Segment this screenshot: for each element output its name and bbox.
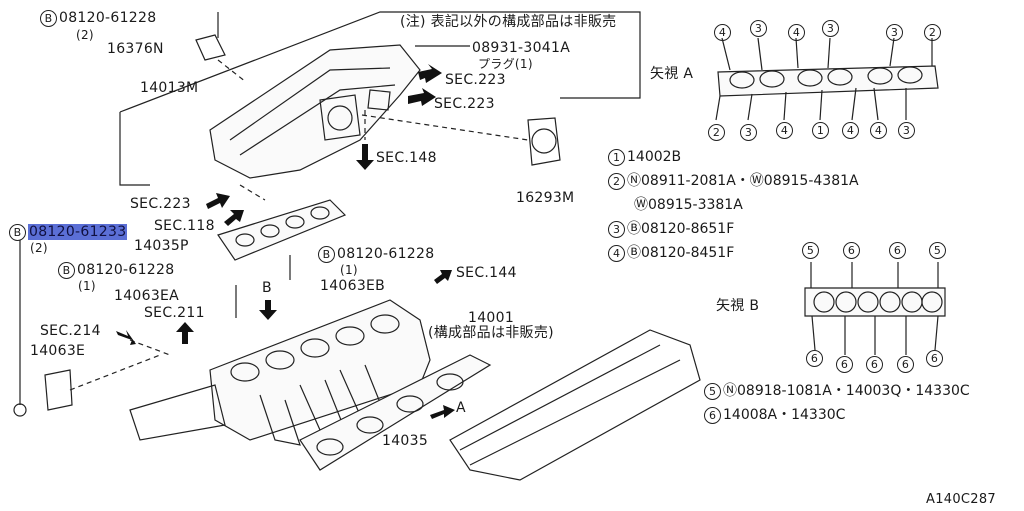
view-b-top-mark: 6 (843, 242, 862, 259)
arrow-sec223-a (418, 64, 442, 83)
view-b-bottom-mark: 6 (806, 350, 825, 367)
callout-manifold-14001[interactable]: 14001 (468, 310, 515, 326)
bolt-top-qty: (2) (76, 28, 94, 42)
view-a-bottom-mark: 3 (898, 122, 917, 139)
manifold-note: (構成部品は非販売) (428, 325, 554, 341)
arrow-sec148 (356, 144, 374, 170)
view-a-top-mark: 4 (714, 24, 733, 41)
sec148[interactable]: SEC.148 (376, 150, 437, 166)
view-a-top-mark: 3 (750, 20, 769, 37)
sec214[interactable]: SEC.214 (40, 323, 101, 339)
arrow-b-label: B (262, 280, 272, 296)
view-b-title: 矢視 B (716, 298, 760, 314)
plug-sub: プラグ(1) (478, 57, 533, 71)
bolt-left-qty: (2) (30, 241, 48, 255)
callout-gasket-14035p[interactable]: 14035P (134, 238, 189, 254)
view-a-bottom-mark: 4 (776, 122, 795, 139)
callout-bracket-14063e[interactable]: 14063E (30, 343, 86, 359)
view-b-bottom-mark: 6 (866, 356, 885, 373)
arrow-sec214 (116, 330, 136, 345)
view-a-bottom-mark: 2 (708, 124, 727, 141)
arrow-b (259, 300, 277, 320)
sec223-b[interactable]: SEC.223 (434, 96, 495, 112)
callout-plug[interactable]: 08931-3041A (472, 40, 571, 56)
cylinder-head-drawing (449, 329, 701, 481)
arrow-sec144 (434, 270, 452, 284)
callout-bracket-14063eb[interactable]: 14063EB (320, 278, 386, 294)
bolt-mid-qty: (1) (78, 279, 96, 293)
view-b-top-mark: 6 (889, 242, 908, 259)
bolt-mark-b-icon: B (40, 10, 57, 27)
bracket-14063e-drawing (44, 369, 73, 411)
bolt-top-number: 08120-61228 (59, 10, 157, 26)
view-a-bottom-mark: 4 (842, 122, 861, 139)
sec211[interactable]: SEC.211 (144, 305, 205, 321)
view-b-bottom-mark: 6 (836, 356, 855, 373)
view-a-bottom-mark: 3 (740, 124, 759, 141)
sec223-c[interactable]: SEC.223 (130, 196, 191, 212)
intake-manifold-drawing (209, 299, 431, 441)
diagram-id: A140C287 (926, 492, 996, 507)
arrow-a-label: A (456, 400, 466, 416)
callout-gasket-16293m[interactable]: 16293M (516, 190, 575, 206)
bolt-mid-number: 08120-61228 (77, 262, 175, 278)
bracket-16376n-drawing (195, 34, 226, 61)
callout-gasket-14035[interactable]: 14035 (382, 433, 429, 449)
bolt-mid2-number: 08120-61228 (337, 246, 435, 262)
view-a-bottom-mark: 1 (812, 122, 831, 139)
collector-frame (119, 11, 641, 113)
bolt-mark-b-icon: B (318, 246, 335, 263)
view-a-top-mark: 4 (788, 24, 807, 41)
sec223-a[interactable]: SEC.223 (445, 72, 506, 88)
arrow-sec211 (176, 322, 194, 344)
arrow-sec223-c (206, 193, 230, 209)
bolt-mark-b-icon: B (9, 224, 26, 241)
callout-collector[interactable]: 14013M (140, 80, 199, 96)
view-a-title: 矢視 A (650, 66, 694, 82)
lower-gasket-drawing (299, 354, 492, 471)
view-a-top-mark: 2 (924, 24, 943, 41)
view-b-bottom-mark: 6 (897, 356, 916, 373)
view-b-top-mark: 5 (929, 242, 948, 259)
sec144[interactable]: SEC.144 (456, 265, 517, 281)
view-a-top-mark: 3 (886, 24, 905, 41)
callout-bracket-16376n[interactable]: 16376N (107, 41, 164, 57)
bolt-left-number: 08120-61233 (28, 224, 128, 240)
arrow-sec223-b (408, 88, 436, 106)
bolt-mid2-qty: (1) (340, 263, 358, 277)
view-a-bottom-mark: 4 (870, 122, 889, 139)
view-b-top-mark: 5 (802, 242, 821, 259)
arrow-a (430, 405, 455, 419)
view-a-gasket-drawing (717, 65, 939, 97)
view-a-top-mark: 3 (822, 20, 841, 37)
view-b-bottom-mark: 6 (926, 350, 945, 367)
note-label: (注) 表記以外の構成部品は非販売 (400, 14, 617, 30)
bolt-mark-b-icon: B (58, 262, 75, 279)
sec118[interactable]: SEC.118 (154, 218, 215, 234)
arrow-sec118 (224, 210, 244, 226)
legend-row-2b: Ⓦ08915-3381A (634, 197, 743, 213)
callout-bracket-14063ea[interactable]: 14063EA (114, 288, 180, 304)
throttle-gasket-drawing (527, 117, 561, 166)
